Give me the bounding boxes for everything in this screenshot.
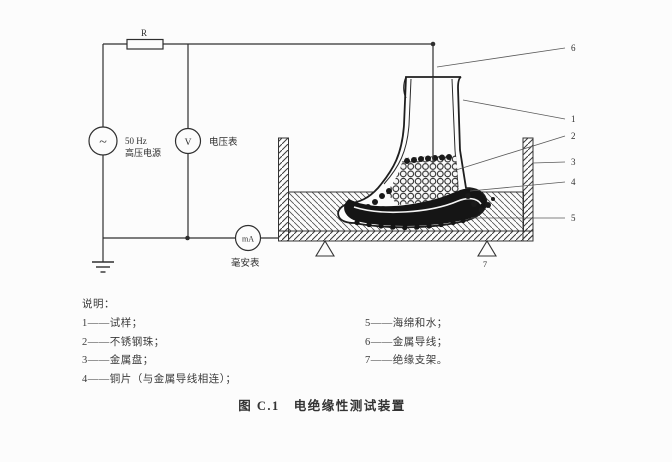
callout-numbers: 6 1 2 3 4 5 (571, 43, 576, 223)
legend-item-6: 6——金属导线； (365, 336, 448, 348)
legend-item-4: 4——铜片（与金属导线相连）； (82, 373, 237, 385)
callout-number-3: 3 (571, 157, 576, 167)
callout-number-5: 5 (571, 213, 576, 223)
callout-number-7: 7 (483, 259, 487, 269)
legend: 说明： 1——试样； 2——不锈钢珠； 3——金属盘； 4——铜片（与金属导线相… (82, 296, 642, 385)
callout-number-6: 6 (571, 43, 576, 53)
junction-dot-top (430, 41, 436, 47)
boot-inner-wall-left (383, 78, 412, 185)
legend-right-column: 5——海绵和水； 6——金属导线； 7——绝缘支架。 (365, 315, 448, 371)
heel-ball-spill (465, 193, 495, 213)
leader-6 (436, 47, 566, 68)
voltmeter: V 电压表 (174, 127, 238, 155)
insulating-supports (315, 239, 497, 257)
support-triangle-right (477, 239, 497, 257)
junction-dot-bottom (185, 235, 190, 241)
support-triangle-left (315, 239, 335, 257)
legend-title: 说明： (82, 299, 115, 310)
resistor-label: R (141, 28, 147, 38)
figure-caption: 图 C.1 电绝缘性测试装置 (238, 399, 406, 413)
callout-number-1: 1 (571, 114, 576, 124)
legend-item-2: 2——不锈钢珠； (82, 336, 165, 348)
ac-source-label-line1: 50 Hz (125, 136, 147, 146)
leader-3 (532, 161, 566, 164)
ac-source-label-line2: 高压电源 (125, 147, 161, 158)
ac-source-meter: ~ 50 Hz 高压电源 (88, 126, 161, 158)
callout-number-4: 4 (571, 177, 576, 187)
boot-rim (403, 76, 407, 99)
callout-number-2: 2 (571, 131, 576, 141)
legend-left-column: 1——试样； 2——不锈钢珠； 3——金属盘； 4——铜片（与金属导线相连）； (82, 315, 237, 389)
sole-cleats (354, 217, 466, 231)
ac-source-symbol: ~ (99, 135, 107, 150)
boot-sole-copper-sheet (344, 188, 495, 231)
milliammeter: mA 毫安表 (231, 224, 262, 269)
metal-pan (278, 137, 534, 242)
leader-4 (469, 181, 566, 192)
legend-item-3: 3——金属盘； (82, 355, 154, 366)
leader-1 (462, 99, 566, 120)
callout-leaders (436, 47, 566, 219)
milliammeter-label: 毫安表 (231, 257, 260, 269)
test-apparatus-diagram: R ~ 50 Hz 高压电源 V 电压表 mA 毫安表 (88, 28, 576, 273)
ground-symbol (92, 238, 114, 273)
voltmeter-symbol: V (185, 138, 192, 148)
voltmeter-label: 电压表 (209, 136, 238, 148)
legend-item-5: 5——海绵和水； (365, 318, 448, 329)
milliammeter-symbol: mA (242, 235, 254, 244)
legend-item-7: 7——绝缘支架。 (365, 355, 448, 366)
legend-item-1: 1——试样； (82, 318, 143, 329)
resistor: R (126, 28, 164, 50)
leader-2 (455, 135, 566, 171)
